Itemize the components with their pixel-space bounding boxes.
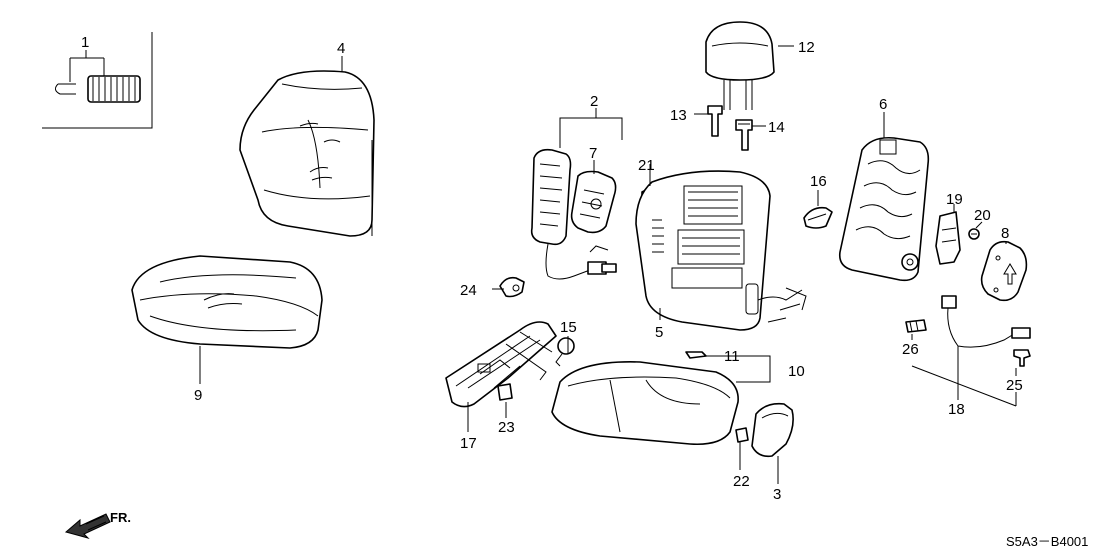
- callout-1: 1: [81, 34, 89, 51]
- part-11-hook: [685, 351, 707, 359]
- callout-14: 14: [768, 119, 785, 136]
- callout-8: 8: [1001, 225, 1009, 242]
- part-3-side-cover: [751, 402, 794, 458]
- callout-20: 20: [974, 207, 991, 224]
- front-label: FR.: [110, 510, 131, 525]
- part-10-seat-cushion: [551, 361, 739, 446]
- callout-21: 21: [638, 157, 655, 174]
- callout-18: 18: [948, 401, 965, 418]
- callout-23: 23: [498, 419, 515, 436]
- callout-19: 19: [946, 191, 963, 208]
- part-8-switch-cover: [980, 240, 1028, 302]
- part-19-switch: [935, 211, 961, 265]
- callout-17: 17: [460, 435, 477, 452]
- part-25-clip: [1013, 349, 1031, 367]
- leader-lines: [199, 45, 1017, 484]
- part-16-knob: [803, 206, 833, 229]
- front-direction-indicator: FR.: [64, 510, 131, 539]
- callout-26: 26: [902, 341, 919, 358]
- callout-2: 2: [590, 93, 598, 110]
- front-arrow-icon: [64, 513, 111, 539]
- callout-25: 25: [1006, 377, 1023, 394]
- part-6-seatback-frame: [838, 136, 930, 282]
- part-1-spring-clip: [42, 32, 153, 129]
- callout-numbers: 1 2 3 4 5 6 7 8 9 10 11 12 13 14 15 16 1…: [81, 34, 1023, 503]
- callout-6: 6: [879, 96, 887, 113]
- callout-16: 16: [810, 173, 827, 190]
- part-23-clip: [497, 383, 513, 401]
- part-14-guide: [735, 119, 753, 151]
- diagram-code: S5A3－B4001: [1006, 534, 1088, 549]
- part-4-seatback-cover: [239, 70, 375, 237]
- part-26-clip: [905, 319, 927, 333]
- part-12-headrest: [705, 21, 775, 110]
- part-24-clip: [499, 276, 525, 298]
- part-13-guide: [707, 105, 723, 137]
- callout-7: 7: [589, 145, 597, 162]
- part-18-wire-harness: [941, 295, 1031, 348]
- callout-12: 12: [798, 39, 815, 56]
- callout-9: 9: [194, 387, 202, 404]
- callout-13: 13: [670, 107, 687, 124]
- part-5-seatback-assembly: [635, 170, 807, 331]
- part-2-side-trim: [530, 148, 617, 280]
- callout-10: 10: [788, 363, 805, 380]
- part-22-clip: [735, 427, 749, 443]
- part-15-bolt: [555, 337, 575, 367]
- callout-15: 15: [560, 319, 577, 336]
- callout-5: 5: [655, 324, 663, 341]
- part-7-knob-plate: [570, 170, 617, 234]
- callout-3: 3: [773, 486, 781, 503]
- part-17-cushion-frame: [445, 321, 557, 408]
- part-9-cushion-cover: [131, 255, 323, 349]
- part-20-screw: [968, 228, 980, 240]
- callout-4: 4: [337, 40, 345, 57]
- callout-22: 22: [733, 473, 750, 490]
- callout-11: 11: [724, 348, 740, 365]
- callout-24: 24: [460, 282, 477, 299]
